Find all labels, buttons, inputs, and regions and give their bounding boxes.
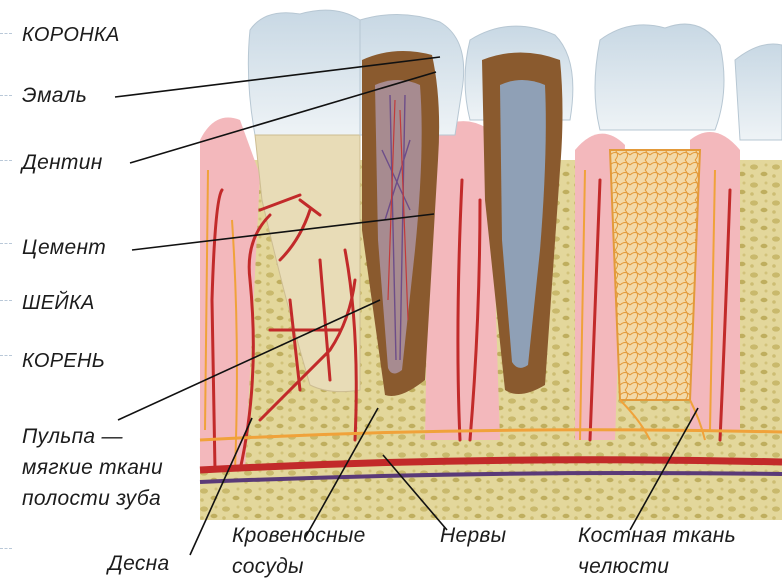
tooth-right-crown	[595, 24, 724, 130]
label-crown: КОРОНКА	[22, 24, 120, 47]
label-gum: Десна	[108, 552, 169, 576]
label-pulp-line2: мягкие ткани	[22, 456, 163, 480]
label-bone-line1: Костная ткань	[578, 524, 736, 548]
label-vessels-line1: Кровеносные	[232, 524, 366, 548]
label-dentin: Дентин	[22, 151, 103, 175]
label-cement: Цемент	[22, 236, 106, 260]
label-bone-line2: челюсти	[578, 555, 669, 579]
label-neck: ШЕЙКА	[22, 292, 95, 315]
label-nerves: Нервы	[440, 524, 506, 548]
label-vessels-line2: сосуды	[232, 555, 304, 579]
label-pulp-line3: полости зуба	[22, 487, 161, 511]
label-root: КОРЕНЬ	[22, 350, 105, 373]
label-enamel: Эмаль	[22, 84, 87, 108]
tooth-left-crown	[248, 10, 360, 135]
label-pulp-line1: Пульпа —	[22, 425, 123, 449]
tooth-socket	[610, 150, 700, 400]
